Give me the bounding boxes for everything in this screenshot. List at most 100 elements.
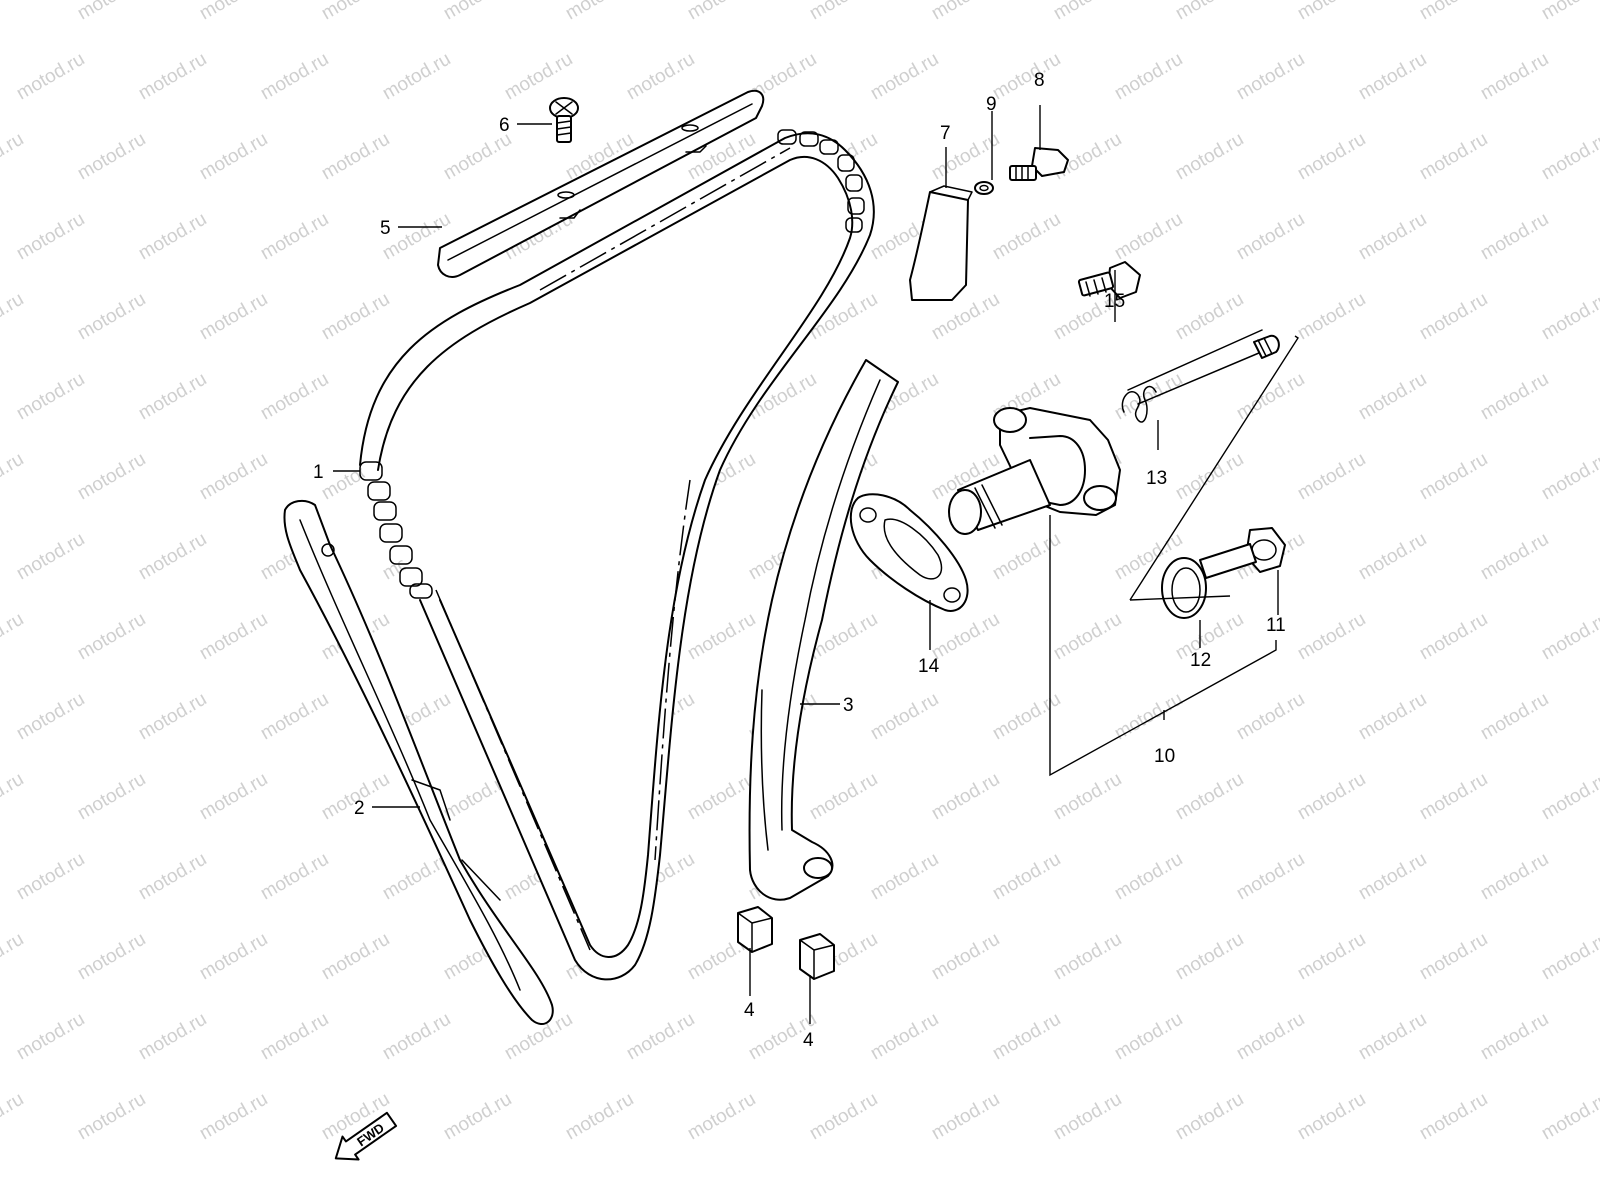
watermark-tile: motod.ru (806, 0, 881, 24)
watermark-tile: motod.ru (257, 689, 332, 745)
tensioner-cap-bolt (1199, 527, 1286, 579)
tensioner-mounting-bolt (1077, 261, 1141, 299)
watermark-tile: motod.ru (1355, 49, 1430, 105)
watermark-tile: motod.ru (501, 49, 576, 105)
watermark-tile: motod.ru (74, 1089, 149, 1145)
watermark-tile: motod.ru (1294, 929, 1369, 985)
watermark-tile: motod.ru (0, 0, 27, 24)
gasket-ring (1161, 557, 1207, 619)
watermark-tile: motod.ru (257, 49, 332, 105)
watermark-tile: motod.ru (1355, 529, 1430, 585)
watermark-tile: motod.ru (989, 689, 1064, 745)
watermark-tile: motod.ru (135, 209, 210, 265)
watermark-tile: motod.ru (623, 1009, 698, 1065)
watermark-tile: motod.ru (196, 929, 271, 985)
watermark-tile: motod.ru (440, 129, 515, 185)
watermark-tile: motod.ru (13, 689, 88, 745)
watermark-tile: motod.ru (562, 0, 637, 24)
callout-3: 3 (843, 695, 854, 716)
callout-7: 7 (940, 123, 951, 144)
tensioner-gasket (849, 493, 969, 612)
watermark-tile: motod.ru (196, 769, 271, 825)
watermark-tile: motod.ru (257, 209, 332, 265)
watermark-tile: motod.ru (1294, 449, 1369, 505)
watermark-tile: motod.ru (1050, 769, 1125, 825)
watermark-tile: motod.ru (1111, 849, 1186, 905)
watermark-tile: motod.ru (1416, 769, 1491, 825)
watermark-tile: motod.ru (623, 49, 698, 105)
watermark-tile: motod.ru (867, 849, 942, 905)
callout-15: 15 (1104, 291, 1125, 312)
watermark-tile: motod.ru (867, 689, 942, 745)
watermark-tile: motod.ru (1355, 689, 1430, 745)
callout-4-right: 4 (803, 1030, 814, 1051)
watermark-tile: motod.ru (318, 0, 393, 24)
watermark-tile: motod.ru (928, 929, 1003, 985)
watermark-tile: motod.ru (1538, 1089, 1600, 1145)
watermark-tile: motod.ru (379, 49, 454, 105)
watermark-tile: motod.ru (684, 609, 759, 665)
callout-2: 2 (354, 798, 365, 819)
watermark-tile: motod.ru (196, 449, 271, 505)
watermark-tile: motod.ru (1355, 849, 1430, 905)
watermark-tile: motod.ru (1294, 1089, 1369, 1145)
watermark-tile: motod.ru (135, 49, 210, 105)
watermark-tile: motod.ru (1538, 609, 1600, 665)
watermark-tile: motod.ru (257, 1009, 332, 1065)
watermark-tile: motod.ru (1416, 0, 1491, 24)
watermark-tile: motod.ru (0, 129, 27, 185)
watermark-tile: motod.ru (1050, 0, 1125, 24)
watermark-tile: motod.ru (0, 929, 27, 985)
watermark-tile: motod.ru (13, 1009, 88, 1065)
callout-10: 10 (1154, 746, 1175, 767)
watermark-tile: motod.ru (1477, 369, 1552, 425)
watermark-tile: motod.ru (1111, 689, 1186, 745)
chain-guide-upper (437, 89, 765, 278)
watermark-tile: motod.ru (989, 529, 1064, 585)
callout-4-left: 4 (744, 1000, 755, 1021)
forward-arrow-icon (334, 1111, 398, 1161)
watermark-tile: motod.ru (1538, 129, 1600, 185)
watermark-tile: motod.ru (0, 609, 27, 665)
watermark-tile: motod.ru (1172, 289, 1247, 345)
watermark-tile: motod.ru (989, 209, 1064, 265)
watermark-tile: motod.ru (318, 289, 393, 345)
watermark-tile: motod.ru (1233, 209, 1308, 265)
watermark-tile: motod.ru (1416, 1089, 1491, 1145)
watermark-tile: motod.ru (196, 609, 271, 665)
watermark-tile: motod.ru (1111, 1009, 1186, 1065)
watermark-tile: motod.ru (928, 0, 1003, 24)
watermark-tile: motod.ru (135, 689, 210, 745)
watermark-tile: motod.ru (1477, 49, 1552, 105)
watermark-tile: motod.ru (440, 0, 515, 24)
watermark-tile: motod.ru (0, 769, 27, 825)
watermark-tile: motod.ru (1477, 689, 1552, 745)
watermark-tile: motod.ru (1172, 929, 1247, 985)
watermark-tile: motod.ru (0, 1089, 27, 1145)
watermark-tile: motod.ru (1294, 769, 1369, 825)
watermark-tile: motod.ru (257, 369, 332, 425)
watermark-tile: motod.ru (1355, 209, 1430, 265)
watermark-tile: motod.ru (74, 929, 149, 985)
callout-11: 11 (1266, 615, 1286, 636)
watermark-tile: motod.ru (379, 1009, 454, 1065)
watermark-tile: motod.ru (196, 1089, 271, 1145)
watermark-tile: motod.ru (989, 849, 1064, 905)
watermark-tile: motod.ru (684, 1089, 759, 1145)
watermark-tile: motod.ru (1111, 209, 1186, 265)
watermark-tile: motod.ru (74, 449, 149, 505)
watermark-tile: motod.ru (135, 529, 210, 585)
cam-chain (359, 129, 875, 981)
watermark-tile: motod.ru (1172, 0, 1247, 24)
chain-damper-left (737, 906, 773, 953)
chain-tensioner-shoe (748, 359, 899, 901)
callout-6: 6 (499, 115, 510, 136)
watermark-tile: motod.ru (867, 1009, 942, 1065)
watermark-tile: motod.ru (928, 609, 1003, 665)
watermark-tile: motod.ru (1172, 129, 1247, 185)
watermark-tile: motod.ru (318, 929, 393, 985)
callout-9: 9 (986, 94, 997, 115)
callout-8: 8 (1034, 70, 1045, 91)
watermark-tile: motod.ru (1538, 449, 1600, 505)
